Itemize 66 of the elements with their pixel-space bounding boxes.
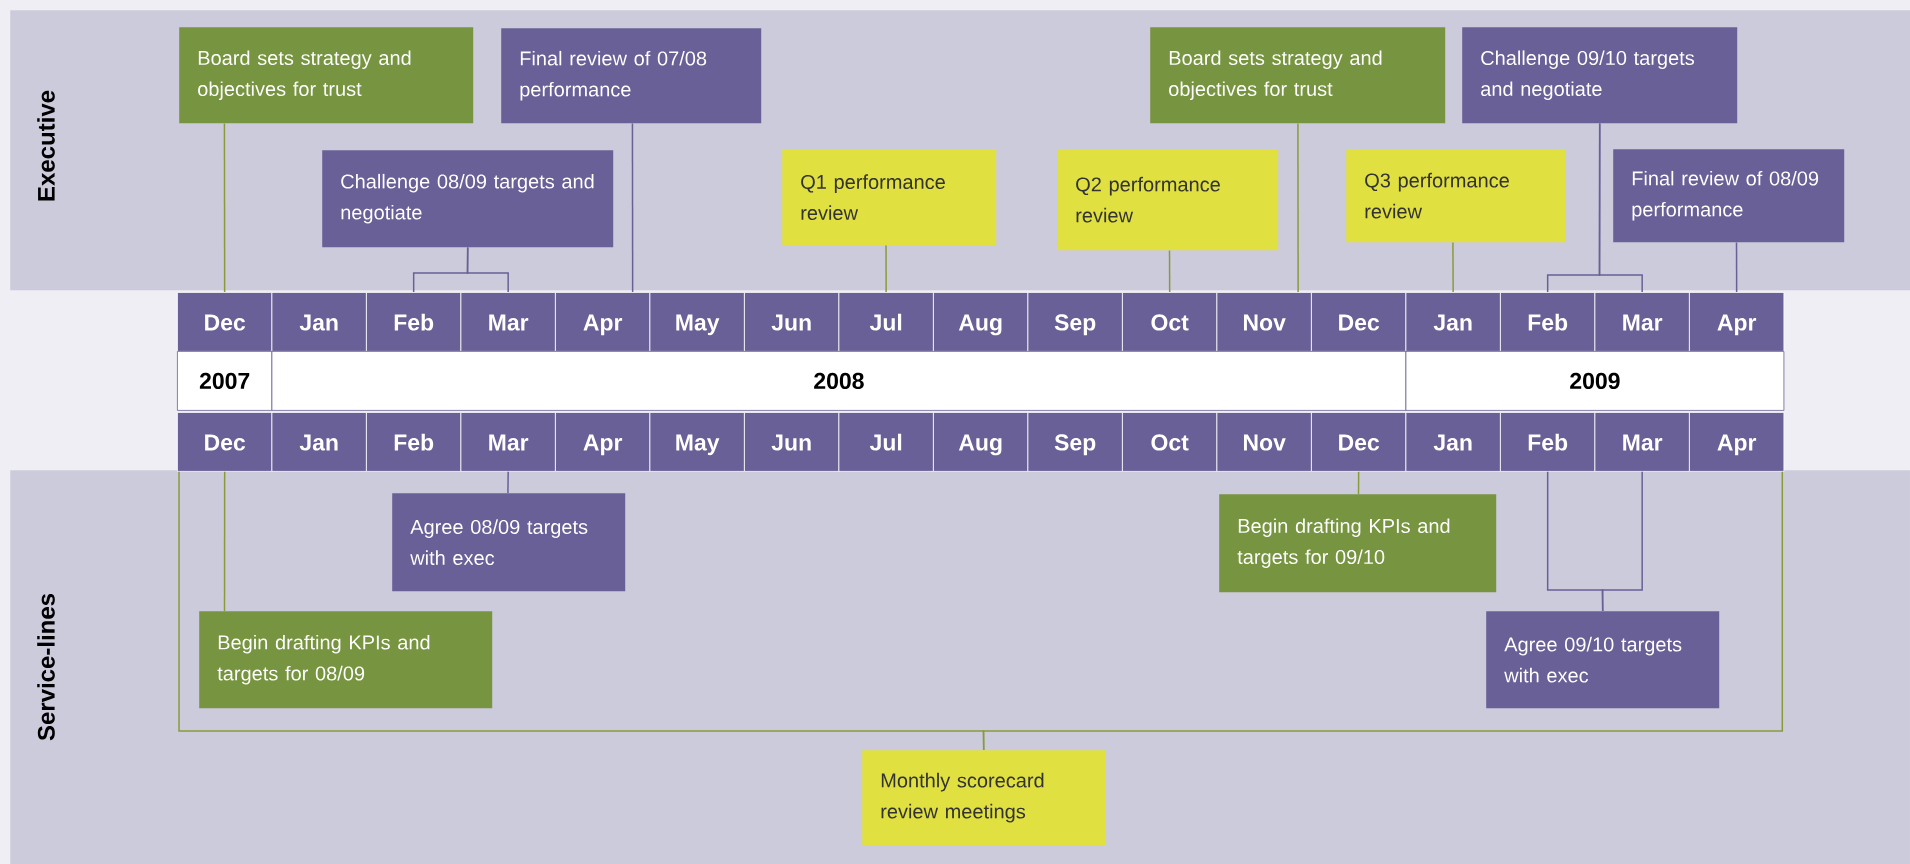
- event-box: Board sets strategy and objectives for trust: [179, 27, 474, 124]
- connector-line: [885, 244, 887, 293]
- month-cell: Apr: [1689, 412, 1785, 472]
- connector-line: [466, 246, 509, 293]
- event-box: Agree 09/10 targets with exec: [1486, 611, 1720, 709]
- event-box: Challenge 09/10 targets and negotiate: [1462, 27, 1738, 124]
- month-cell: Aug: [933, 412, 1029, 472]
- month-cell: Dec: [177, 412, 273, 472]
- month-cell: May: [649, 292, 745, 352]
- event-box: Q1 performance review: [782, 149, 997, 246]
- connector-line: [631, 122, 634, 293]
- event-box: Q3 performance review: [1346, 149, 1566, 243]
- connector-line: [1598, 122, 1643, 293]
- event-box: Final review of 07/08 performance: [501, 28, 762, 124]
- month-cell: Apr: [555, 412, 651, 472]
- month-cell: Dec: [177, 292, 273, 352]
- year-cell: 2009: [1405, 351, 1785, 411]
- month-cell: Dec: [1311, 292, 1407, 352]
- connector-line: [1735, 241, 1738, 293]
- event-box: Begin drafting KPIs and targets for 08/09: [199, 611, 493, 709]
- month-cell: Nov: [1216, 292, 1312, 352]
- event-box: Q2 performance review: [1057, 149, 1279, 251]
- connector-line: [982, 471, 1784, 751]
- month-cell: Aug: [933, 292, 1029, 352]
- connector-line: [1601, 471, 1643, 612]
- month-cell: Oct: [1122, 292, 1218, 352]
- month-cell: Feb: [1500, 412, 1596, 472]
- month-cell: Mar: [1594, 292, 1690, 352]
- month-cell: Jun: [744, 292, 840, 352]
- connector-line: [1168, 249, 1171, 293]
- month-cell: Sep: [1027, 292, 1123, 352]
- month-cell: May: [649, 412, 745, 472]
- month-cell: Jun: [744, 412, 840, 472]
- event-box: Monthly scorecard review meetings: [862, 750, 1106, 846]
- connector-line: [223, 122, 226, 293]
- month-cell: Feb: [366, 412, 462, 472]
- month-cell: Jul: [838, 292, 934, 352]
- event-box: Board sets strategy and objectives for trust: [1150, 27, 1446, 124]
- connector-line: [1297, 122, 1299, 293]
- connector-line: [507, 471, 509, 494]
- lane-label: Service-lines: [37, 593, 55, 741]
- month-cell: Jan: [1405, 292, 1501, 352]
- month-cell: Mar: [460, 412, 556, 472]
- month-cell: Mar: [1594, 412, 1690, 472]
- month-cell: Oct: [1122, 412, 1218, 472]
- event-box: Final review of 08/09 performance: [1613, 149, 1845, 243]
- month-cell: Nov: [1216, 412, 1312, 472]
- event-box: Agree 08/09 targets with exec: [392, 493, 626, 592]
- month-cell: Jan: [1405, 412, 1501, 472]
- connector-line: [1357, 471, 1360, 495]
- month-cell: Dec: [1311, 412, 1407, 472]
- event-box: Begin drafting KPIs and targets for 09/10: [1219, 494, 1497, 593]
- month-cell: Sep: [1027, 412, 1123, 472]
- month-cell: Mar: [460, 292, 556, 352]
- month-cell: Apr: [1689, 292, 1785, 352]
- month-cell: Jan: [271, 292, 367, 352]
- connector-line: [223, 471, 226, 612]
- month-cell: Apr: [555, 292, 651, 352]
- year-cell: 2007: [177, 351, 273, 411]
- month-cell: Feb: [366, 292, 462, 352]
- connector-line: [1452, 241, 1454, 293]
- lane-label: Executive: [37, 90, 55, 201]
- month-cell: Jul: [838, 412, 934, 472]
- month-cell: Jan: [271, 412, 367, 472]
- month-cell: Feb: [1500, 292, 1596, 352]
- event-box: Challenge 08/09 targets and negotiate: [322, 150, 614, 248]
